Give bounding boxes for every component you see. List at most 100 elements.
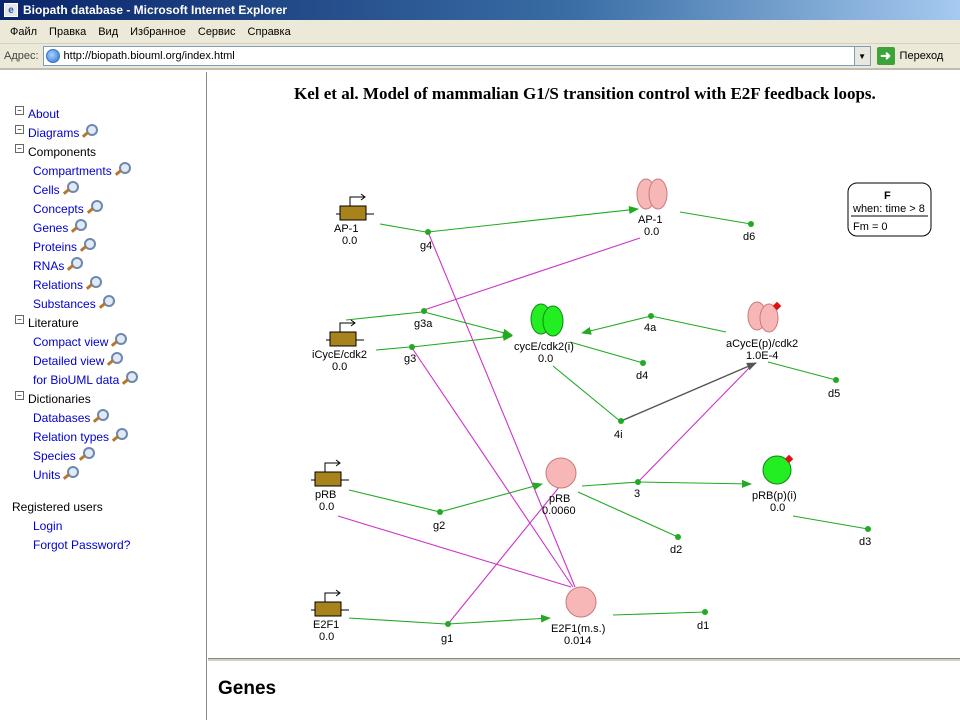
reaction-d3-dot[interactable] [865,526,871,532]
sidebar-item-label[interactable]: Cells [33,182,60,197]
search-icon[interactable] [110,332,128,347]
sidebar-item-databases[interactable]: Databases [0,408,206,427]
reaction-d6-dot[interactable] [748,221,754,227]
search-icon[interactable] [81,123,99,138]
collapse-icon[interactable]: − [15,315,24,324]
sidebar-item-label[interactable]: Detailed view [33,353,105,368]
reaction-g4-dot[interactable] [425,229,431,235]
reaction-g1-dot[interactable] [445,621,451,627]
sidebar-item-label[interactable]: Relation types [33,429,110,444]
search-icon[interactable] [62,465,80,480]
search-icon[interactable] [121,370,139,385]
sidebar-item-diagrams[interactable]: −Diagrams [0,123,206,142]
menu-view[interactable]: Вид [98,25,119,38]
sidebar-item-units[interactable]: Units [0,465,206,484]
sidebar-item-cells[interactable]: Cells [0,180,206,199]
sidebar-item-components[interactable]: −Components [0,142,206,161]
login-link[interactable]: Login [33,518,63,533]
go-button[interactable]: ➜ Переход [876,47,943,65]
sidebar-item-label[interactable]: Diagrams [28,125,80,140]
sidebar-item-label[interactable]: Databases [33,410,91,425]
search-icon[interactable] [106,351,124,366]
search-icon[interactable] [70,218,88,233]
event-box[interactable]: F when: time > 8 Fm = 0 [847,182,932,237]
sidebar-item-compartments[interactable]: Compartments [0,161,206,180]
reaction-g2-dot[interactable] [437,509,443,515]
search-icon[interactable] [78,446,95,461]
reaction-g3-dot[interactable] [409,344,415,350]
sidebar-item-label: Components [28,144,97,159]
collapse-icon[interactable]: − [15,144,24,153]
sidebar-item-label[interactable]: Relations [33,277,84,292]
sidebar-item-species[interactable]: Species [0,446,206,465]
regulation-edges [337,231,754,625]
menu-file[interactable]: Файл [10,25,38,38]
gene-icyce-cdk2[interactable]: iCycE/cdk2 0.0 [312,319,367,373]
sidebar-item-label[interactable]: Units [33,467,61,482]
menu-tools[interactable]: Сервис [197,25,236,38]
search-icon[interactable] [114,161,131,176]
sidebar-item-label[interactable]: Proteins [33,239,78,254]
edge-prbgene-g2 [348,489,441,513]
search-icon[interactable] [92,408,110,423]
sidebar-item-rnas[interactable]: RNAs [0,256,206,275]
sidebar-item-proteins[interactable]: Proteins [0,237,206,256]
protein-acyce-cdk2[interactable]: aCycE(p)/cdk2 1.0E-4 [726,301,798,362]
sidebar-item-label[interactable]: for BioUML data [33,372,120,387]
sidebar-item-label[interactable]: RNAs [33,258,65,273]
sidebar-item-label[interactable]: Compartments [33,163,112,178]
menu-edit[interactable]: Правка [49,25,87,38]
reaction-d1-dot[interactable] [702,609,708,615]
sidebar-item-for-biouml-data[interactable]: for BioUML data [0,370,206,389]
reaction-d5-dot[interactable] [833,377,839,383]
reaction-3-dot[interactable] [635,479,641,485]
sidebar-item-relations[interactable]: Relations [0,275,206,294]
protein-prb-p[interactable]: pRB(p)(i) 0.0 [752,454,797,514]
search-icon[interactable] [111,427,129,442]
gene-ap1[interactable]: AP-1 0.0 [334,193,374,247]
search-icon[interactable] [62,180,79,195]
reaction-g3a-dot[interactable] [421,308,427,314]
sidebar-item-label[interactable]: Compact view [33,334,109,349]
protein-cyce-cdk2[interactable]: cycE/cdk2(i) 0.0 [514,303,574,365]
sidebar-item-substances[interactable]: Substances [0,294,206,313]
sidebar-item-label[interactable]: Substances [33,296,96,311]
reaction-4a-dot[interactable] [648,313,654,319]
sidebar-item-compact-view[interactable]: Compact view [0,332,206,351]
reaction-labels: g4 d6 g3a g3 4a d4 d5 4i g2 3 d2 d3 g1 d… [404,231,871,645]
collapse-icon[interactable]: − [15,391,24,400]
sidebar-item-about[interactable]: −About [0,104,206,123]
sidebar-item-label[interactable]: Genes [33,220,69,235]
sidebar-item-detailed-view[interactable]: Detailed view [0,351,206,370]
gene-prb[interactable]: pRB 0.0 [311,459,349,513]
search-icon[interactable] [98,294,115,309]
frame-divider[interactable] [208,658,960,661]
sidebar-item-label[interactable]: Concepts [33,201,84,216]
sidebar-item-genes[interactable]: Genes [0,218,206,237]
menu-favorites[interactable]: Избранное [130,25,186,38]
protein-prb[interactable]: pRB 0.0060 [542,457,577,517]
search-icon[interactable] [66,256,84,271]
collapse-icon[interactable]: − [15,125,24,134]
menu-help[interactable]: Справка [247,25,291,38]
search-icon[interactable] [86,199,103,214]
sidebar-item-relation-types[interactable]: Relation types [0,427,206,446]
gene-e2f1[interactable]: E2F1 0.0 [311,589,349,643]
search-icon[interactable] [79,237,97,252]
chevron-down-icon[interactable]: ▼ [853,47,870,65]
reaction-4i-dot[interactable] [618,418,624,424]
reaction-d4-dot[interactable] [640,360,646,366]
sidebar-item-label[interactable]: About [28,106,60,121]
address-input[interactable]: http://biopath.biouml.org/index.html ▼ [42,46,871,66]
forgot-password-link[interactable]: Forgot Password? [33,537,131,552]
search-icon[interactable] [85,275,103,290]
sidebar-item-concepts[interactable]: Concepts [0,199,206,218]
sidebar-item-dictionaries[interactable]: −Dictionaries [0,389,206,408]
sidebar-item-label[interactable]: Species [33,448,76,463]
reaction-d2-dot[interactable] [675,534,681,540]
collapse-icon[interactable]: − [15,106,24,115]
protein-e2f1[interactable]: E2F1(m.s.) 0.014 [551,586,605,647]
sidebar-item-literature[interactable]: −Literature [0,313,206,332]
protein-ap1[interactable]: AP-1 0.0 [636,178,668,238]
address-label: Адрес: [4,50,39,62]
